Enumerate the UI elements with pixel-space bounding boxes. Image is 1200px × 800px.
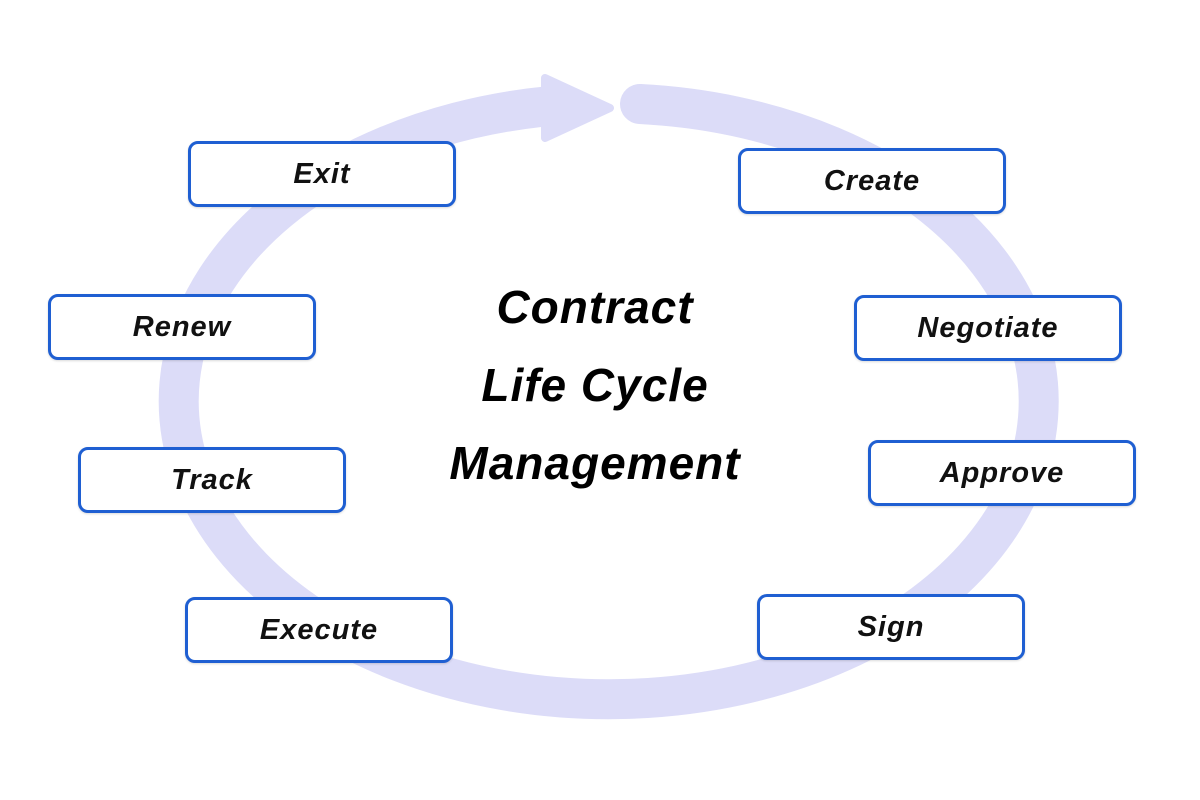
stage-create: Create: [738, 148, 1006, 214]
stage-negotiate: Negotiate: [854, 295, 1122, 361]
stage-label: Exit: [293, 157, 351, 190]
title-line-3: Management: [449, 437, 741, 489]
stage-label: Execute: [259, 613, 379, 646]
stage-sign: Sign: [757, 594, 1025, 660]
stage-exit: Exit: [188, 141, 456, 207]
stage-label: Renew: [132, 310, 232, 343]
stage-approve: Approve: [868, 440, 1136, 506]
title-line-1: Contract: [496, 281, 694, 333]
stage-track: Track: [78, 447, 346, 513]
diagram-title: Contract Life Cycle Management: [340, 268, 850, 502]
stage-label: Track: [171, 463, 253, 496]
stage-label: Approve: [939, 456, 1065, 489]
stage-renew: Renew: [48, 294, 316, 360]
title-line-2: Life Cycle: [481, 359, 709, 411]
stage-label: Create: [823, 164, 921, 197]
stage-execute: Execute: [185, 597, 453, 663]
stage-label: Sign: [857, 610, 925, 643]
stage-label: Negotiate: [917, 311, 1059, 344]
